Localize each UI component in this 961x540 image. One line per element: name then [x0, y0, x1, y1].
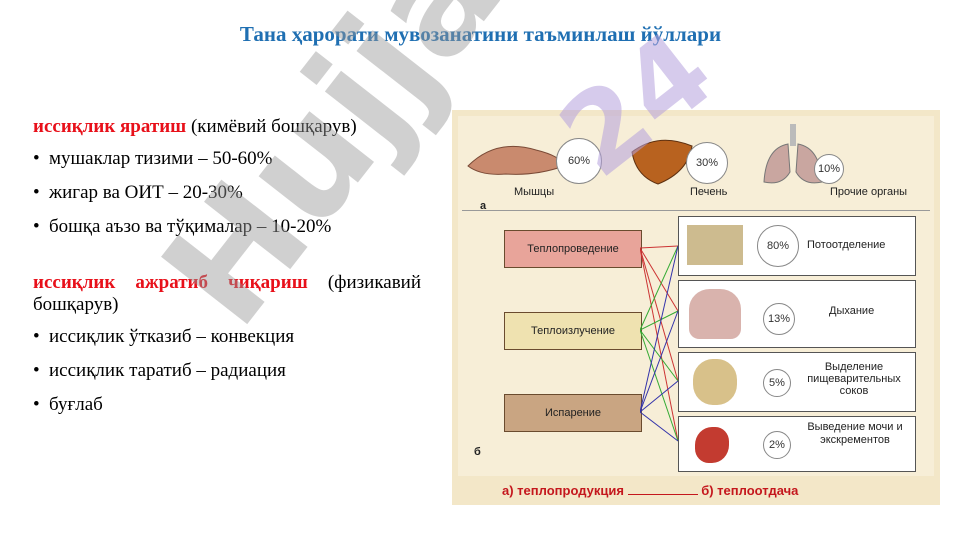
organ-label: Печень	[690, 186, 728, 198]
pct-circle: 30%	[686, 142, 728, 184]
pct-circle: 10%	[814, 154, 844, 184]
skin-icon	[687, 225, 743, 265]
output-label: Дыхание	[829, 305, 875, 317]
figure-panel: 60% Мышцы 30% Печень 10% Прочие органы а…	[458, 116, 934, 476]
pct-circle: 5%	[763, 369, 791, 397]
release-list: иссиқлик ўтказиб – конвекция иссиқлик та…	[33, 326, 421, 416]
mechanism-box: Теплоизлучение	[504, 312, 642, 350]
production-list: мушаклар тизими – 50-60% жигар ва ОИТ – …	[33, 148, 421, 238]
heading-red-text: иссиқлик яратиш	[33, 116, 187, 137]
output-box: 80% Потоотделение	[678, 216, 916, 276]
output-label: Выведение мочи и экскрементов	[807, 421, 903, 446]
list-item: мушаклар тизими – 50-60%	[33, 148, 421, 170]
pct-circle: 80%	[757, 225, 799, 267]
output-box: 13% Дыхание	[678, 280, 916, 348]
heading-red-text: иссиқлик ажратиб чиқариш	[33, 272, 308, 293]
list-item: иссиқлик таратиб – радиация	[33, 360, 421, 382]
liver-icon	[631, 139, 693, 185]
caption-b: б) теплоотдача	[701, 483, 799, 498]
stomach-icon	[693, 359, 737, 405]
divider	[462, 210, 930, 211]
pct-circle: 13%	[763, 303, 795, 335]
lungs-icon	[689, 289, 741, 339]
list-item: иссиқлик ўтказиб – конвекция	[33, 326, 421, 348]
pct-circle: 2%	[763, 431, 791, 459]
mechanism-box: Теплопроведение	[504, 230, 642, 268]
thermoregulation-figure: 60% Мышцы 30% Печень 10% Прочие органы а…	[452, 110, 940, 505]
pct-circle: 60%	[556, 138, 602, 184]
caption-a: а) теплопродукция	[502, 483, 624, 498]
output-label: Потоотделение	[807, 239, 886, 251]
part-letter-b: б	[474, 446, 481, 458]
section-heading-production: иссиқлик яратиш (кимёвий бошқарув)	[33, 116, 421, 138]
list-item: бошқа аъзо ва тўқималар – 10-20%	[33, 216, 421, 238]
slide-title: Тана ҳарорати мувозанатини таъминлаш йўл…	[239, 22, 722, 46]
organ-label: Мышцы	[514, 186, 555, 198]
kidney-icon	[695, 427, 729, 463]
output-box: 2% Выведение мочи и экскрементов	[678, 416, 916, 472]
part-letter-a: а	[480, 200, 487, 212]
output-box: 5% Выделение пищеварительных соков	[678, 352, 916, 412]
list-item: жигар ва ОИТ – 20-30%	[33, 182, 421, 204]
muscle-icon	[467, 145, 565, 175]
output-label: Выделение пищеварительных соков	[807, 361, 901, 397]
mechanism-box: Испарение	[504, 394, 642, 432]
heading-rest-text: (кимёвий бошқарув)	[186, 116, 357, 137]
figure-caption: а) теплопродукция б) теплоотдача	[502, 483, 798, 498]
text-column: иссиқлик яратиш (кимёвий бошқарув) мушак…	[33, 116, 421, 428]
list-item: буғлаб	[33, 394, 421, 416]
section-heading-release: иссиқлик ажратиб чиқариш (физикавий бошқ…	[33, 272, 421, 316]
connection-lines	[640, 245, 679, 442]
heading-rest-text: (физикавий бошқарув)	[33, 272, 422, 315]
organ-label: Прочие органы	[830, 186, 908, 198]
